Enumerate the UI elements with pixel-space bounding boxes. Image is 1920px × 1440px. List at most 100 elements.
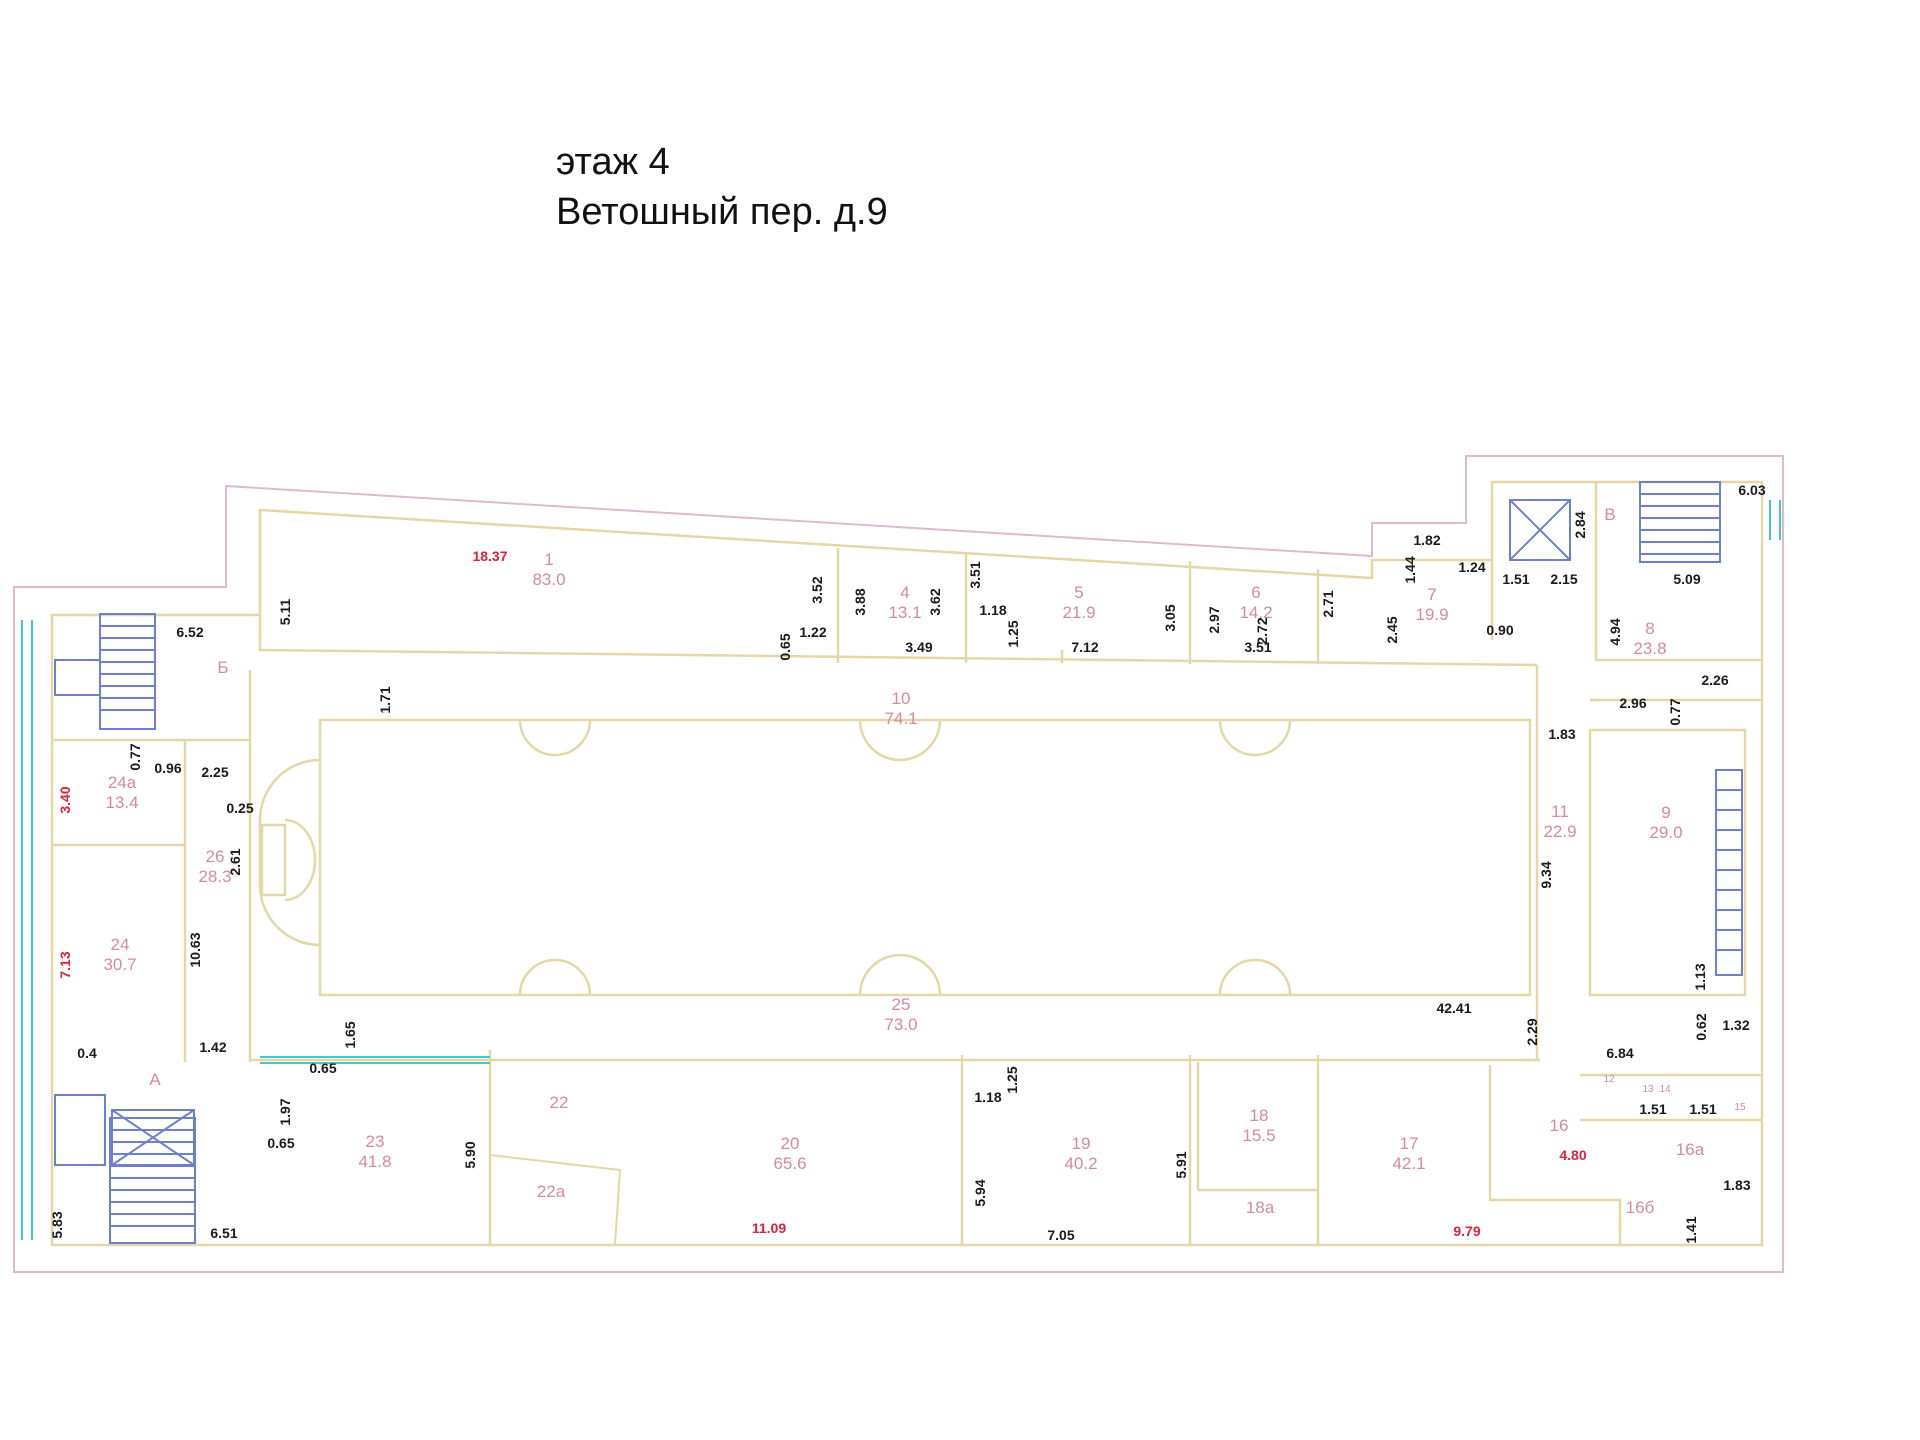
dimension-label: 42.41 xyxy=(1436,1000,1471,1016)
dimension-label: 1.24 xyxy=(1458,559,1485,575)
dimension-label: 1.83 xyxy=(1548,726,1575,742)
dimension-label: 1.44 xyxy=(1402,556,1418,583)
dimension-label: 9.79 xyxy=(1453,1223,1480,1239)
dimension-label: 2.15 xyxy=(1550,571,1577,587)
dimension-label: 0.77 xyxy=(1667,698,1683,725)
dimension-label: 1.25 xyxy=(1005,620,1021,647)
room-number: 24 xyxy=(111,935,130,954)
room-number: 24а xyxy=(108,773,137,792)
room-area: 15.5 xyxy=(1242,1126,1275,1145)
room-number: 8 xyxy=(1645,619,1654,638)
dimension-label: 18.37 xyxy=(472,548,507,564)
dimension-label: 0.65 xyxy=(777,633,793,660)
dimension-label: 6.52 xyxy=(176,624,203,640)
dimension-label: 3.51 xyxy=(1244,639,1271,655)
dimension-label: 5.94 xyxy=(972,1179,988,1206)
dimension-label: 1.32 xyxy=(1722,1017,1749,1033)
room-number: 12 xyxy=(1603,1074,1615,1085)
room-area: 40.2 xyxy=(1064,1154,1097,1173)
room-number: 18 xyxy=(1250,1106,1269,1125)
dimension-label: 3.05 xyxy=(1162,604,1178,631)
facade-windows xyxy=(21,500,1781,1240)
room-area: 30.7 xyxy=(103,955,136,974)
room-area: 13.1 xyxy=(888,603,921,622)
room-labels: 183.0413.1521.9614.2719.9823.8929.01074.… xyxy=(103,550,1746,1217)
room-number: 19 xyxy=(1072,1134,1091,1153)
dimension-label: 1.51 xyxy=(1689,1101,1716,1117)
dimension-label: 4.94 xyxy=(1607,618,1623,645)
dimension-label: 0.65 xyxy=(309,1060,336,1076)
room-area: 14.2 xyxy=(1239,603,1272,622)
room-number: 4 xyxy=(900,583,909,602)
stair-letter: А xyxy=(149,1070,161,1089)
dimension-label: 1.82 xyxy=(1413,532,1440,548)
building-outline xyxy=(13,455,1784,1273)
dimension-label: 2.84 xyxy=(1572,511,1588,538)
dimension-label: 2.25 xyxy=(201,764,228,780)
dimension-label: 2.29 xyxy=(1524,1018,1540,1045)
dimension-label: 3.62 xyxy=(927,588,943,615)
dimension-label: 1.13 xyxy=(1692,963,1708,990)
dimension-label: 5.90 xyxy=(462,1141,478,1168)
room-number: 20 xyxy=(781,1134,800,1153)
room-number: 11 xyxy=(1551,802,1569,821)
dimension-label: 2.45 xyxy=(1384,616,1400,643)
room-number: 13 xyxy=(1642,1084,1654,1095)
stair-icons xyxy=(54,481,1743,1244)
dimension-label: 7.05 xyxy=(1047,1227,1074,1243)
room-number: 5 xyxy=(1074,583,1083,602)
dimension-label: 5.11 xyxy=(277,599,293,626)
dimension-label: 1.97 xyxy=(277,1098,293,1125)
dimension-label: 2.97 xyxy=(1206,606,1222,633)
dimension-label: 5.83 xyxy=(49,1211,65,1238)
dimension-label: 0.77 xyxy=(127,743,143,770)
dimension-label: 0.62 xyxy=(1693,1013,1709,1040)
dimension-label: 9.34 xyxy=(1538,861,1554,888)
room-area: 42.1 xyxy=(1392,1154,1425,1173)
dimension-label: 0.65 xyxy=(267,1135,294,1151)
dimension-label: 2.26 xyxy=(1701,672,1728,688)
dimension-label: 1.71 xyxy=(377,686,393,713)
room-area: 73.0 xyxy=(884,1015,917,1034)
room-number: 14 xyxy=(1659,1084,1671,1095)
dimension-label: 0.25 xyxy=(226,800,253,816)
stair-labels: АБВ xyxy=(149,505,1615,1089)
dimension-label: 1.51 xyxy=(1639,1101,1666,1117)
room-number: 10 xyxy=(892,689,911,708)
room-number: 23 xyxy=(366,1132,385,1151)
room-area: 65.6 xyxy=(773,1154,806,1173)
room-area: 23.8 xyxy=(1633,639,1666,658)
room-area: 13.4 xyxy=(105,793,138,812)
room-area: 22.9 xyxy=(1543,822,1576,841)
dimension-label: 3.51 xyxy=(967,561,983,588)
dimension-label: 0.90 xyxy=(1486,622,1513,638)
room-area: 83.0 xyxy=(532,570,565,589)
room-number: 22 xyxy=(550,1093,569,1112)
dimension-label: 1.83 xyxy=(1723,1177,1750,1193)
dimension-label: 1.65 xyxy=(342,1021,358,1048)
dimension-label: 5.91 xyxy=(1173,1151,1189,1178)
dimension-label: 0.96 xyxy=(154,760,181,776)
dimension-label: 3.40 xyxy=(57,786,73,813)
dimension-label: 6.03 xyxy=(1738,482,1765,498)
room-number: 16б xyxy=(1626,1198,1655,1217)
dimension-label: 1.18 xyxy=(979,602,1006,618)
dimension-label: 2.96 xyxy=(1619,695,1646,711)
room-number: 7 xyxy=(1427,585,1436,604)
dimension-label: 1.18 xyxy=(974,1089,1001,1105)
room-area: 41.8 xyxy=(358,1152,391,1171)
room-number: 9 xyxy=(1661,803,1670,822)
floor-title: этаж 4 xyxy=(556,141,670,183)
dimension-label: 3.88 xyxy=(852,588,868,615)
room-number: 15 xyxy=(1734,1102,1746,1113)
dimension-label: 0.4 xyxy=(77,1045,97,1061)
dimension-label: 7.12 xyxy=(1071,639,1098,655)
room-number: 16а xyxy=(1676,1140,1705,1159)
room-area: 21.9 xyxy=(1062,603,1095,622)
room-number: 17 xyxy=(1400,1134,1419,1153)
room-number: 22а xyxy=(537,1182,566,1201)
dimension-label: 3.49 xyxy=(905,639,932,655)
room-number: 1 xyxy=(544,550,553,569)
dimension-label: 3.52 xyxy=(809,576,825,603)
